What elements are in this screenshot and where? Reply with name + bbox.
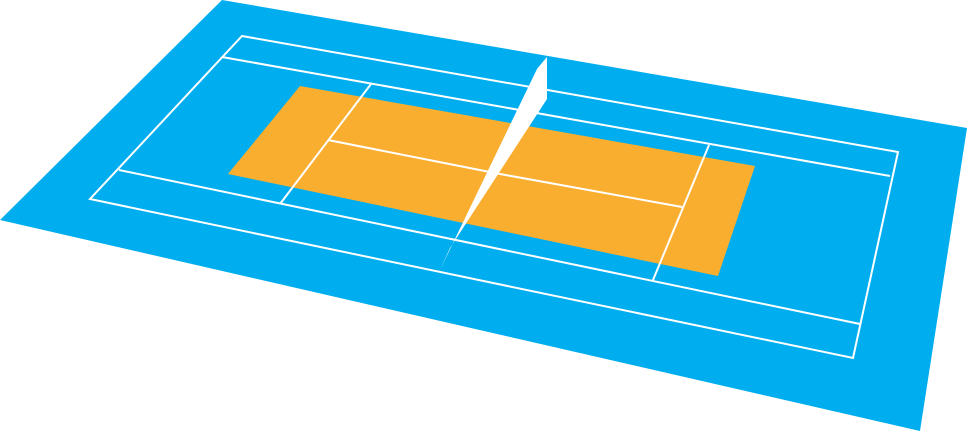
court-lines <box>88 34 900 360</box>
right-service-line <box>652 144 710 281</box>
right-center-service-line <box>499 173 683 208</box>
left-center-service-line <box>327 139 501 175</box>
net <box>440 57 547 270</box>
far-alley-line <box>221 56 891 177</box>
net-face <box>440 69 547 270</box>
left-service-line <box>279 83 372 205</box>
near-alley-line <box>118 169 861 325</box>
outer-boundary-line <box>88 34 900 360</box>
net-side <box>537 57 547 99</box>
